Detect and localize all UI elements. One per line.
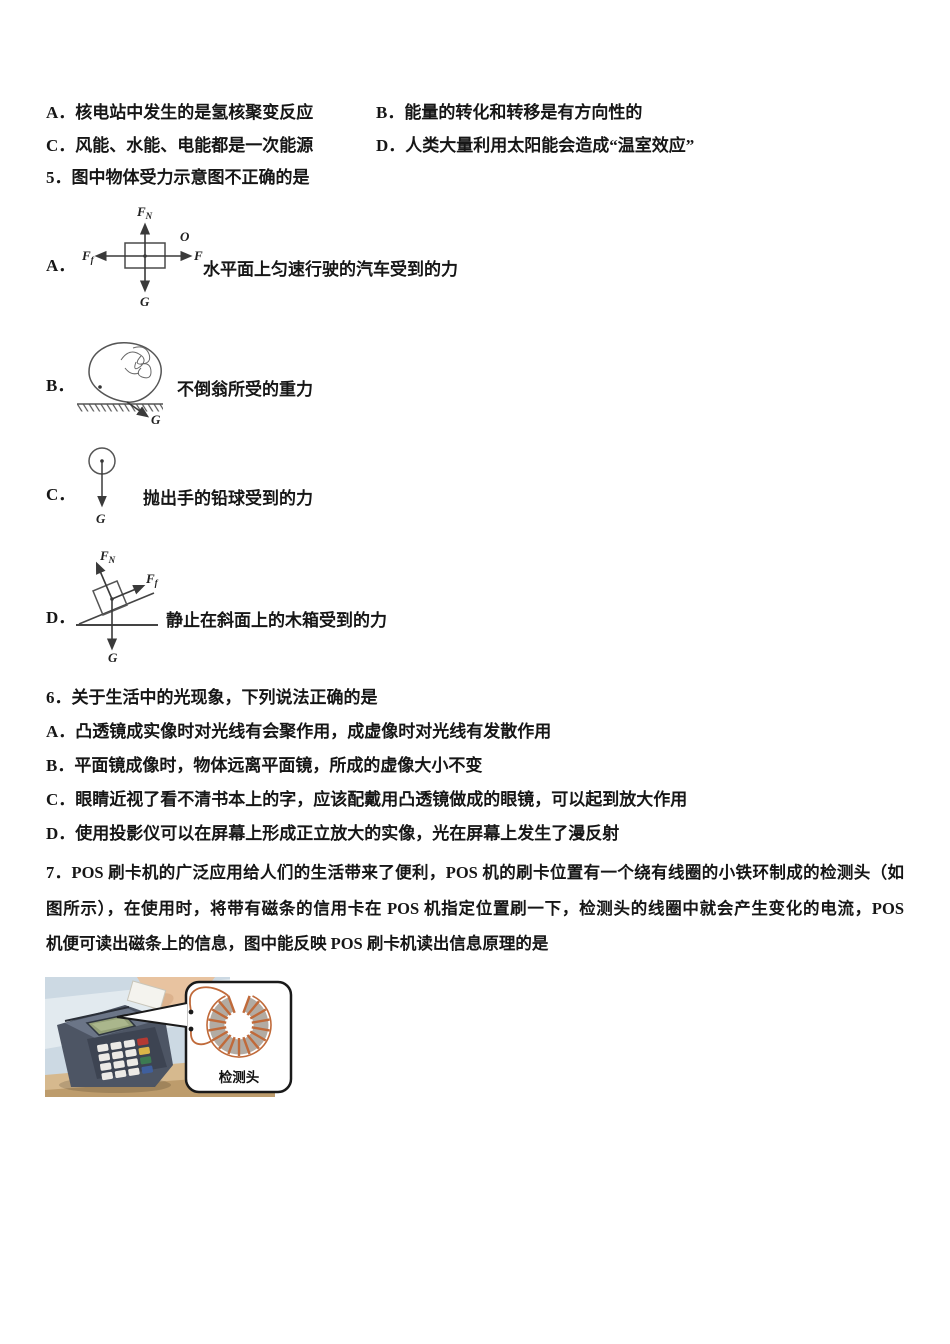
q4-option-b: B．能量的转化和转移是有方向性的: [376, 103, 642, 122]
incline-line: [78, 592, 155, 625]
option-text: 使用投影仪可以在屏幕上形成正立放大的实像，光在屏幕上发生了漫反射: [75, 824, 620, 843]
q6-option-a: A．凸透镜成实像时对光线有会聚作用，成虚像时对光线有发散作用: [46, 722, 551, 741]
clear-key: [138, 1046, 151, 1056]
q7-text-line-1: 7．POS 刷卡机的广泛应用给人们的生活带来了便利，POS 机的刷卡位置有一个绕…: [46, 863, 904, 882]
display-screen-inner: [92, 1018, 129, 1031]
force-diagram-incline: FN Ff G: [76, 548, 159, 665]
force-label-fn: FN: [136, 204, 153, 221]
cancel-key: [137, 1037, 149, 1046]
keypad-keys: [97, 1037, 154, 1081]
q4-option-d: D．人类大量利用太阳能会造成“温室效应”: [376, 136, 694, 155]
q6-option-b: B．平面镜成像时，物体远离平面镜，所成的虚像大小不变: [46, 756, 482, 775]
force-label-g: G: [108, 650, 118, 665]
q6-option-d: D．使用投影仪可以在屏幕上形成正立放大的实像，光在屏幕上发生了漫反射: [46, 824, 619, 843]
credit-card: [126, 980, 167, 1011]
tumbler-pattern-scribble: [120, 346, 152, 379]
option-letter: C．: [46, 136, 76, 155]
callout-pointer: [116, 1002, 188, 1028]
q5-option-b-caption: 不倒翁所受的重力: [177, 380, 313, 399]
lead-terminal-dot: [188, 1026, 194, 1032]
q5-option-a-letter: A．: [46, 256, 76, 275]
option-letter: B．: [376, 103, 405, 122]
q7-text-line-2: 图所示），在使用时，将带有磁条的信用卡在 POS 机指定位置刷一下，检测头的线圈…: [46, 899, 904, 918]
gravity-center-dot: [98, 385, 102, 389]
ground-hatching: [77, 404, 163, 412]
q4-option-c: C．风能、水能、电能都是一次能源: [46, 136, 313, 155]
q6-option-c: C．眼睛近视了看不清书本上的字，应该配戴用凸透镜做成的眼镜，可以起到放大作用: [46, 790, 687, 809]
q5-option-d-letter: D．: [46, 608, 76, 627]
normal-force-arrow: [95, 561, 113, 600]
option-letter: A．: [46, 103, 76, 122]
q5-option-b-letter: B．: [46, 376, 75, 395]
option-text: 能量的转化和转移是有方向性的: [404, 103, 643, 122]
force-label-g: G: [140, 294, 150, 309]
option-text: 风能、水能、电能都是一次能源: [75, 136, 314, 155]
tumbler-body: [88, 342, 162, 403]
option-letter: D．: [376, 136, 406, 155]
detector-coil-icon: [188, 986, 272, 1058]
option-text: 核电站中发生的是氢核聚变反应: [75, 103, 314, 122]
card-swipe-slot: [64, 1006, 130, 1022]
force-diagram-car: FN Ff F G O: [81, 204, 203, 309]
coil-windings: [208, 995, 270, 1056]
force-label-g: G: [151, 412, 161, 427]
q5-option-a-caption: 水平面上匀速行驶的汽车受到的力: [203, 260, 458, 279]
origin-label: O: [180, 229, 190, 244]
q5-title: 5．图中物体受力示意图不正确的是: [46, 168, 310, 187]
option-letter: C．: [46, 790, 76, 809]
crate-box: [92, 580, 128, 616]
force-label-ff: Ff: [81, 248, 95, 265]
force-diagram-ball: G: [88, 447, 116, 526]
force-label-g: G: [96, 511, 106, 526]
option-text: 平面镜成像时，物体远离平面镜，所成的虚像大小不变: [74, 756, 483, 775]
option-text: 眼睛近视了看不清书本上的字，应该配戴用凸透镜做成的眼镜，可以起到放大作用: [75, 790, 688, 809]
option-text: 人类大量利用太阳能会造成“温室效应”: [405, 136, 695, 155]
q6-title: 6．关于生活中的光现象，下列说法正确的是: [46, 688, 378, 707]
q4-option-a: A．核电站中发生的是氢核聚变反应: [46, 103, 313, 122]
function-key: [141, 1065, 154, 1074]
gravity-arrow: [126, 401, 150, 418]
force-diagram-tumbler: G: [77, 342, 163, 427]
q5-option-d-caption: 静止在斜面上的木箱受到的力: [166, 611, 387, 630]
detector-head-label: 检测头: [219, 1069, 260, 1085]
q7-text-line-3: 机便可读出磁条上的信息，图中能反映 POS 刷卡机读出信息原理的是: [46, 934, 549, 953]
friction-force-arrow: [111, 584, 146, 600]
option-letter: A．: [46, 722, 76, 741]
q5-option-c-letter: C．: [46, 485, 76, 504]
option-letter: B．: [46, 756, 75, 775]
force-label-f: F: [193, 248, 203, 263]
pos-machine-figure: 检测头: [45, 977, 293, 1097]
q5-option-c-caption: 抛出手的铅球受到的力: [143, 489, 313, 508]
lead-terminal-dot: [188, 1009, 194, 1015]
force-label-ff: Ff: [145, 571, 159, 588]
force-label-fn: FN: [99, 548, 116, 565]
enter-key: [140, 1056, 152, 1065]
option-letter: D．: [46, 824, 76, 843]
option-text: 凸透镜成实像时对光线有会聚作用，成虚像时对光线有发散作用: [75, 722, 552, 741]
